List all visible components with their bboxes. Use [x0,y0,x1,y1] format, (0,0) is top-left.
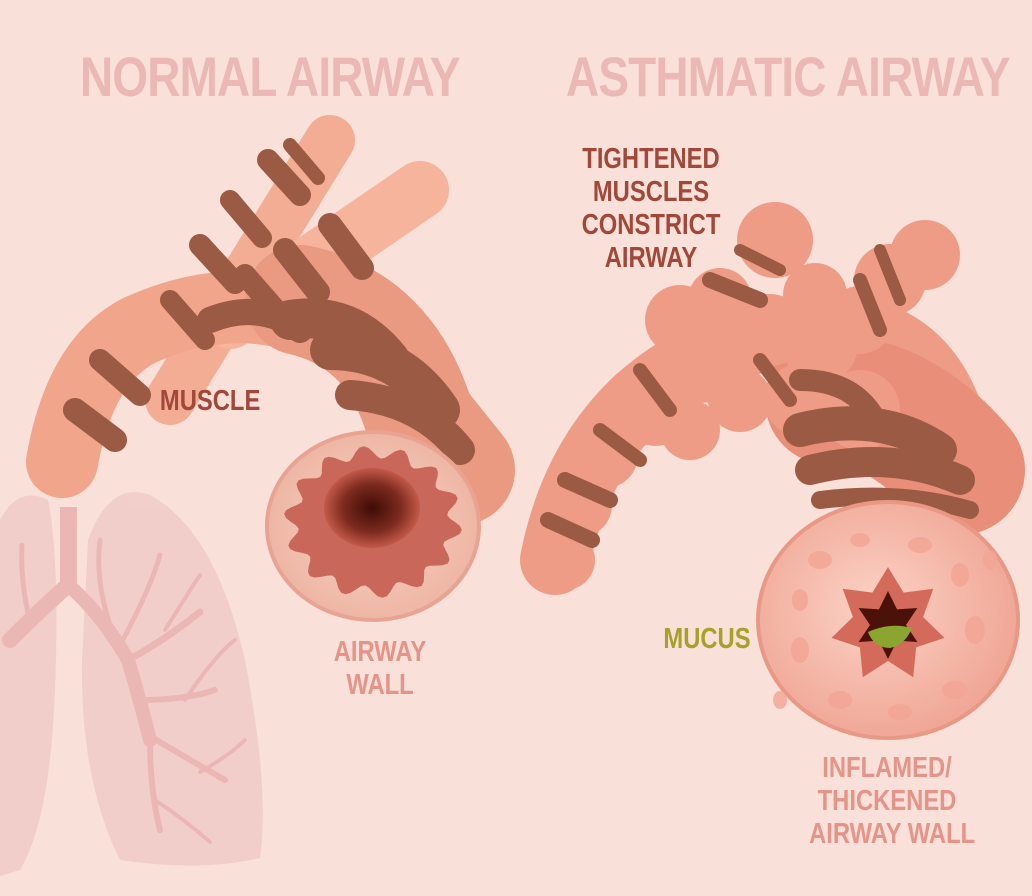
muscle-label: MUSCLE [160,385,250,418]
tightened-muscles-label: TIGHTENED MUSCLES CONSTRICT AIRWAY [581,143,720,275]
inflamed-wall-label: INFLAMED/ THICKENED AIRWAY WALL [809,752,965,851]
airway-wall-label: AIRWAY WALL [331,636,429,702]
normal-airway-title: NORMAL AIRWAY [80,44,460,109]
normal-airway-cross-section [267,432,479,620]
asthmatic-airway-title: ASTHMATIC AIRWAY [566,44,1010,109]
mucus-label: MUCUS [662,623,752,656]
inflamed-airway-cross-section [758,502,1018,738]
